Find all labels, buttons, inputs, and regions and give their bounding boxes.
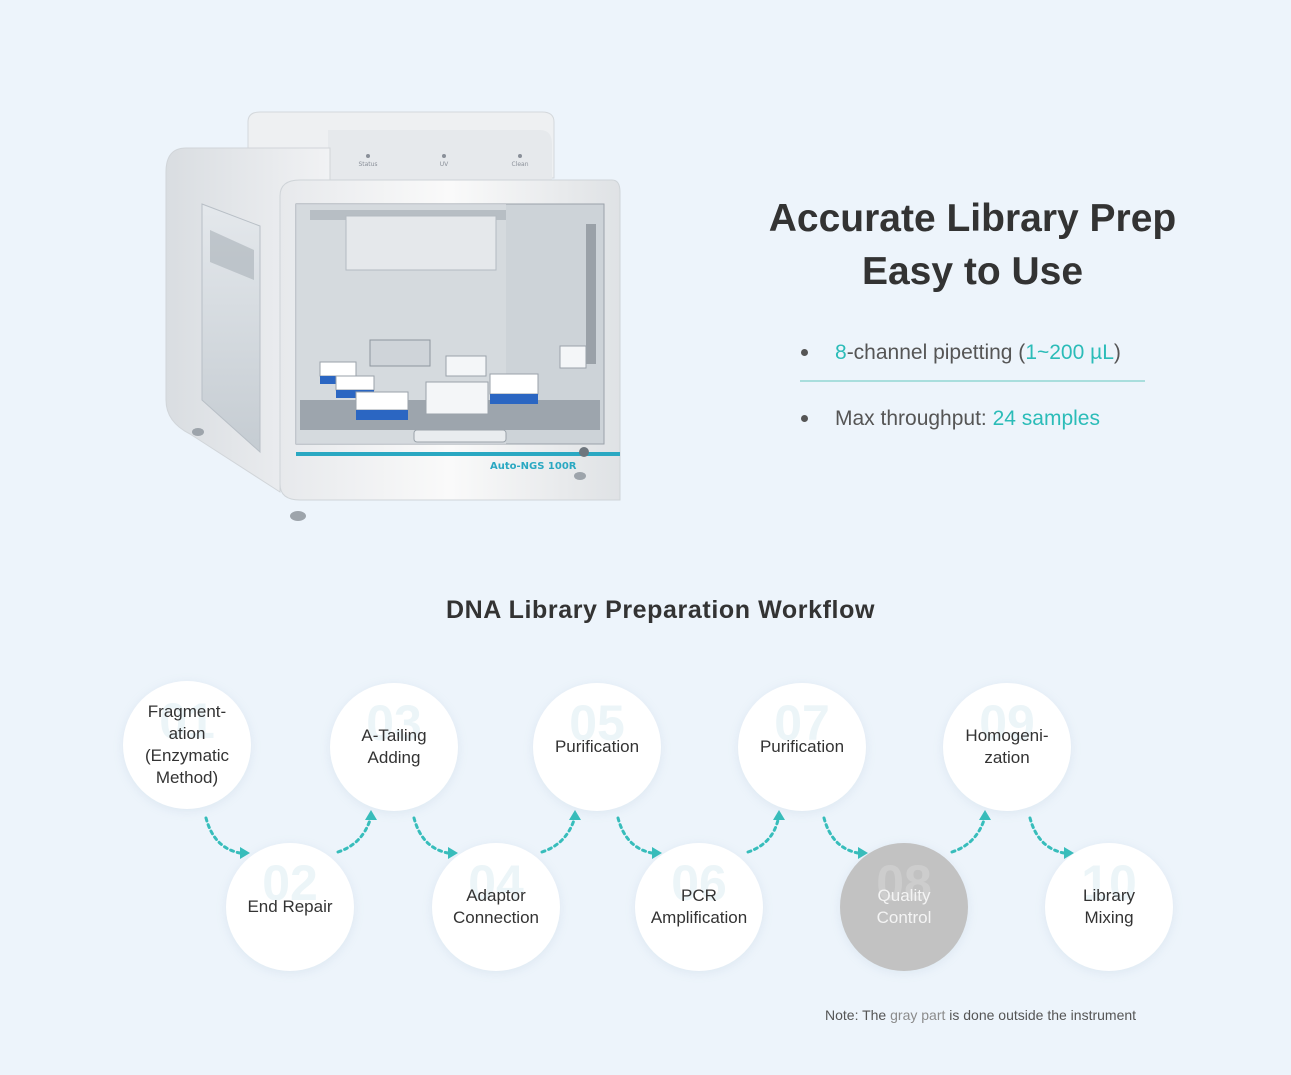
step-number: 02 <box>262 855 318 911</box>
workflow-title: DNA Library Preparation Workflow <box>446 596 875 624</box>
arrow-up-2-3 <box>336 818 372 854</box>
arrowhead-right-icon <box>448 847 458 859</box>
step-number: 03 <box>366 695 422 751</box>
step-number: 01 <box>159 693 215 749</box>
instrument-drawing: Status UV Clean <box>165 111 621 521</box>
arrow-down-1-2 <box>204 816 242 855</box>
feature-channel-count: 8 <box>835 341 847 364</box>
arrow-down-3-4 <box>412 816 450 855</box>
step-label: Quality Control <box>876 886 932 927</box>
step-label: A-Tailing Adding <box>361 726 427 767</box>
arrowhead-right-icon <box>1064 847 1074 859</box>
workflow-step-09: 09 Homogeni- zation <box>943 683 1071 811</box>
arrow-up-4-5 <box>540 818 576 854</box>
arrowhead-up-icon <box>773 810 785 820</box>
arrow-up-8-9 <box>950 818 986 854</box>
arrow-down-5-6 <box>616 816 654 855</box>
step-label: Adaptor Connection <box>452 886 539 927</box>
workflow-step-03: 03 A-Tailing Adding <box>330 683 458 811</box>
step-number: 08 <box>876 855 932 911</box>
arrow-down-9-10 <box>1028 816 1066 855</box>
footnote-suffix: is done outside the instrument <box>945 1007 1137 1023</box>
footnote-prefix: Note: The <box>825 1007 891 1023</box>
arrowhead-right-icon <box>858 847 868 859</box>
step-number: 09 <box>979 695 1035 751</box>
feature-pipetting-close: ) <box>1113 341 1121 364</box>
hero-title-line-2: Easy to Use <box>861 250 1084 293</box>
step-label: PCR Amplification <box>650 886 748 927</box>
workflow-step-07: 07 Purification <box>738 683 866 811</box>
feature-divider <box>800 380 1145 382</box>
arrow-up-6-7 <box>746 818 780 854</box>
instrument-model-label: Auto-NGS 100R <box>490 461 577 472</box>
workflow-step-01: 01 Fragment- ation (Enzymatic Method) <box>123 681 251 809</box>
hero-title-line-1: Accurate Library Prep <box>768 197 1177 240</box>
feature-pipetting-text: -channel pipetting ( <box>846 341 1026 364</box>
step-number: 07 <box>774 695 830 751</box>
step-number: 06 <box>671 855 727 911</box>
footnote-gray-part: gray part <box>890 1007 946 1023</box>
indicator-status-label: Status <box>358 161 377 168</box>
arrowhead-right-icon <box>652 847 662 859</box>
arrowhead-up-icon <box>979 810 991 820</box>
feature-pipetting: 8-channel pipetting (1~200 µL) <box>800 330 1145 376</box>
bullet-dot-icon <box>801 349 808 356</box>
feature-throughput-value: 24 samples <box>992 407 1100 430</box>
step-label: Purification <box>554 737 640 756</box>
workflow-step-05: 05 Purification <box>533 683 661 811</box>
feature-volume-range: 1~200 µL <box>1025 341 1114 364</box>
indicator-lights: Status UV Clean <box>358 154 529 168</box>
workflow-step-02: 02 End Repair <box>226 843 354 971</box>
instrument-image: Status UV Clean <box>150 100 630 530</box>
arrowhead-up-icon <box>365 810 377 820</box>
footnote: Note: The gray part is done outside the … <box>825 1007 1136 1023</box>
workflow-step-04: 04 Adaptor Connection <box>432 843 560 971</box>
step-number: 10 <box>1081 855 1137 911</box>
indicator-uv-label: UV <box>440 161 449 168</box>
step-label: Fragment- ation (Enzymatic Method) <box>144 702 230 787</box>
bullet-dot-icon <box>801 415 808 422</box>
workflow-step-08: 08 Quality Control <box>840 843 968 971</box>
step-label: Homogeni- zation <box>965 726 1049 767</box>
step-number: 04 <box>468 855 524 911</box>
feature-throughput: Max throughput: 24 samples <box>800 396 1145 442</box>
workflow-step-06: 06 PCR Amplification <box>635 843 763 971</box>
feature-throughput-label: Max throughput: <box>835 407 993 430</box>
feature-list: 8-channel pipetting (1~200 µL) Max throu… <box>800 330 1145 442</box>
arrowhead-up-icon <box>569 810 581 820</box>
step-number: 05 <box>569 695 625 751</box>
arrowhead-right-icon <box>240 847 250 859</box>
indicator-clean-label: Clean <box>511 161 528 168</box>
arrow-down-7-8 <box>822 816 860 855</box>
step-label: End Repair <box>247 897 333 916</box>
workflow-step-10: 10 Library Mixing <box>1045 843 1173 971</box>
step-label: Library Mixing <box>1083 886 1135 927</box>
step-label: Purification <box>759 737 845 756</box>
hero-title: Accurate Library Prep Easy to Use <box>700 192 1245 298</box>
